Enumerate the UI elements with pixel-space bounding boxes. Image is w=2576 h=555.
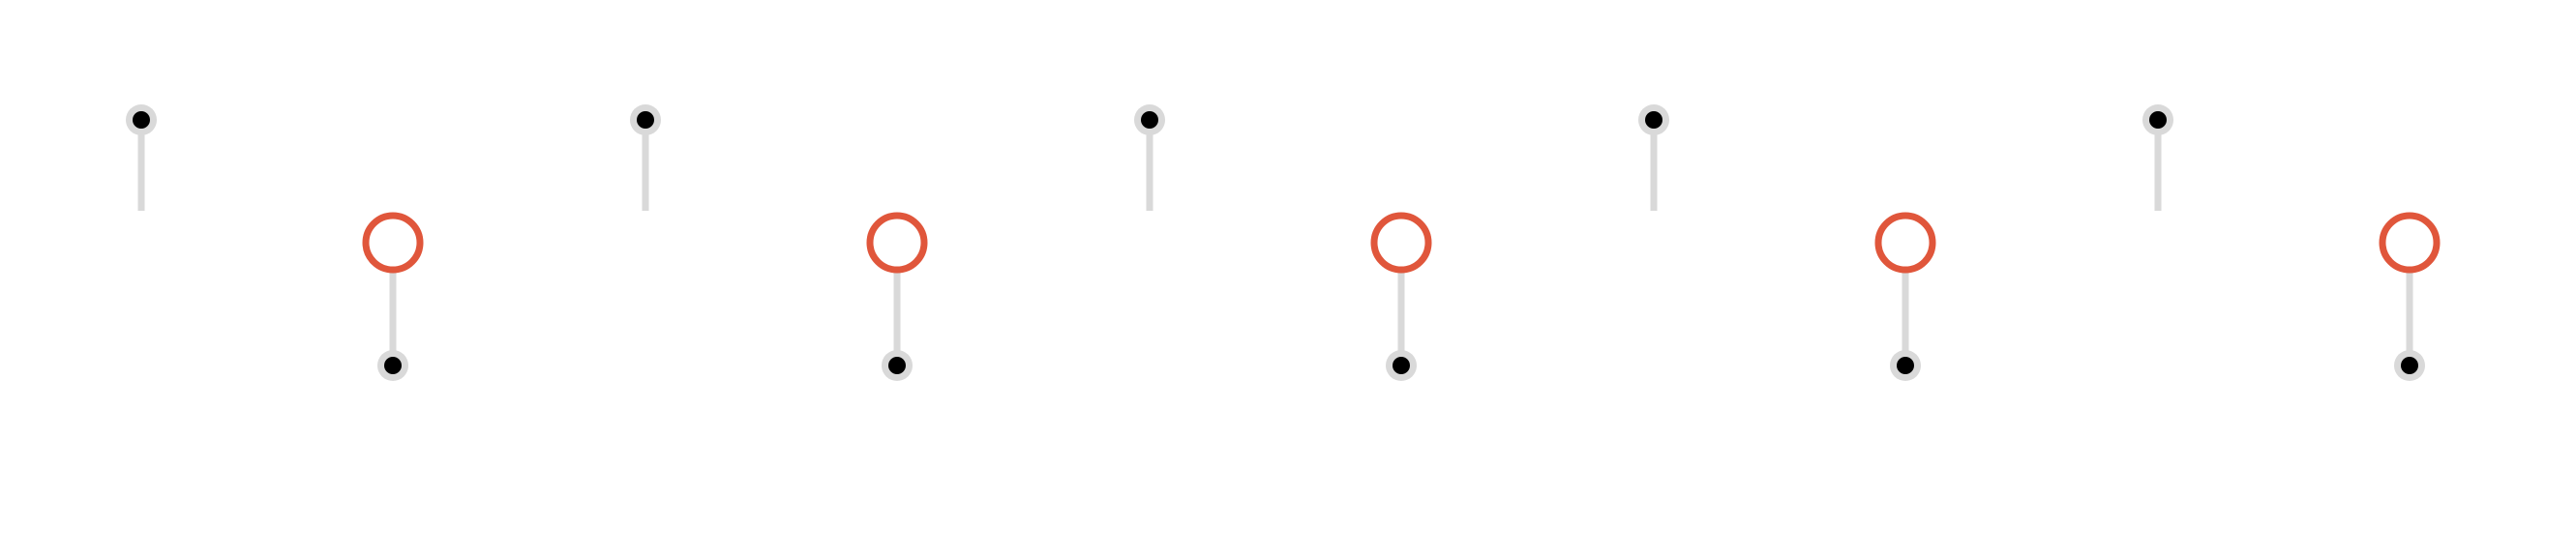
top-pin-icon — [1134, 104, 1165, 135]
pattern-unit-4 — [1638, 104, 1936, 381]
bottom-pin-icon — [1386, 350, 1417, 381]
ring-icon — [2379, 212, 2441, 274]
ring-icon — [866, 212, 928, 274]
ring-icon — [1370, 212, 1432, 274]
bottom-pin-icon — [377, 350, 408, 381]
pattern-unit-3 — [1134, 104, 1432, 381]
pattern-unit-1 — [126, 104, 424, 381]
bottom-pin-icon — [882, 350, 913, 381]
top-pin-icon — [1638, 104, 1669, 135]
pattern-unit-2 — [630, 104, 928, 381]
ring-icon — [362, 212, 424, 274]
top-pin-icon — [126, 104, 157, 135]
bottom-pin-icon — [1890, 350, 1921, 381]
ring-icon — [1874, 212, 1936, 274]
top-pin-icon — [630, 104, 661, 135]
pattern-unit-5 — [2142, 104, 2441, 381]
pattern-units — [126, 104, 2441, 381]
top-pin-icon — [2142, 104, 2173, 135]
bottom-pin-icon — [2394, 350, 2425, 381]
